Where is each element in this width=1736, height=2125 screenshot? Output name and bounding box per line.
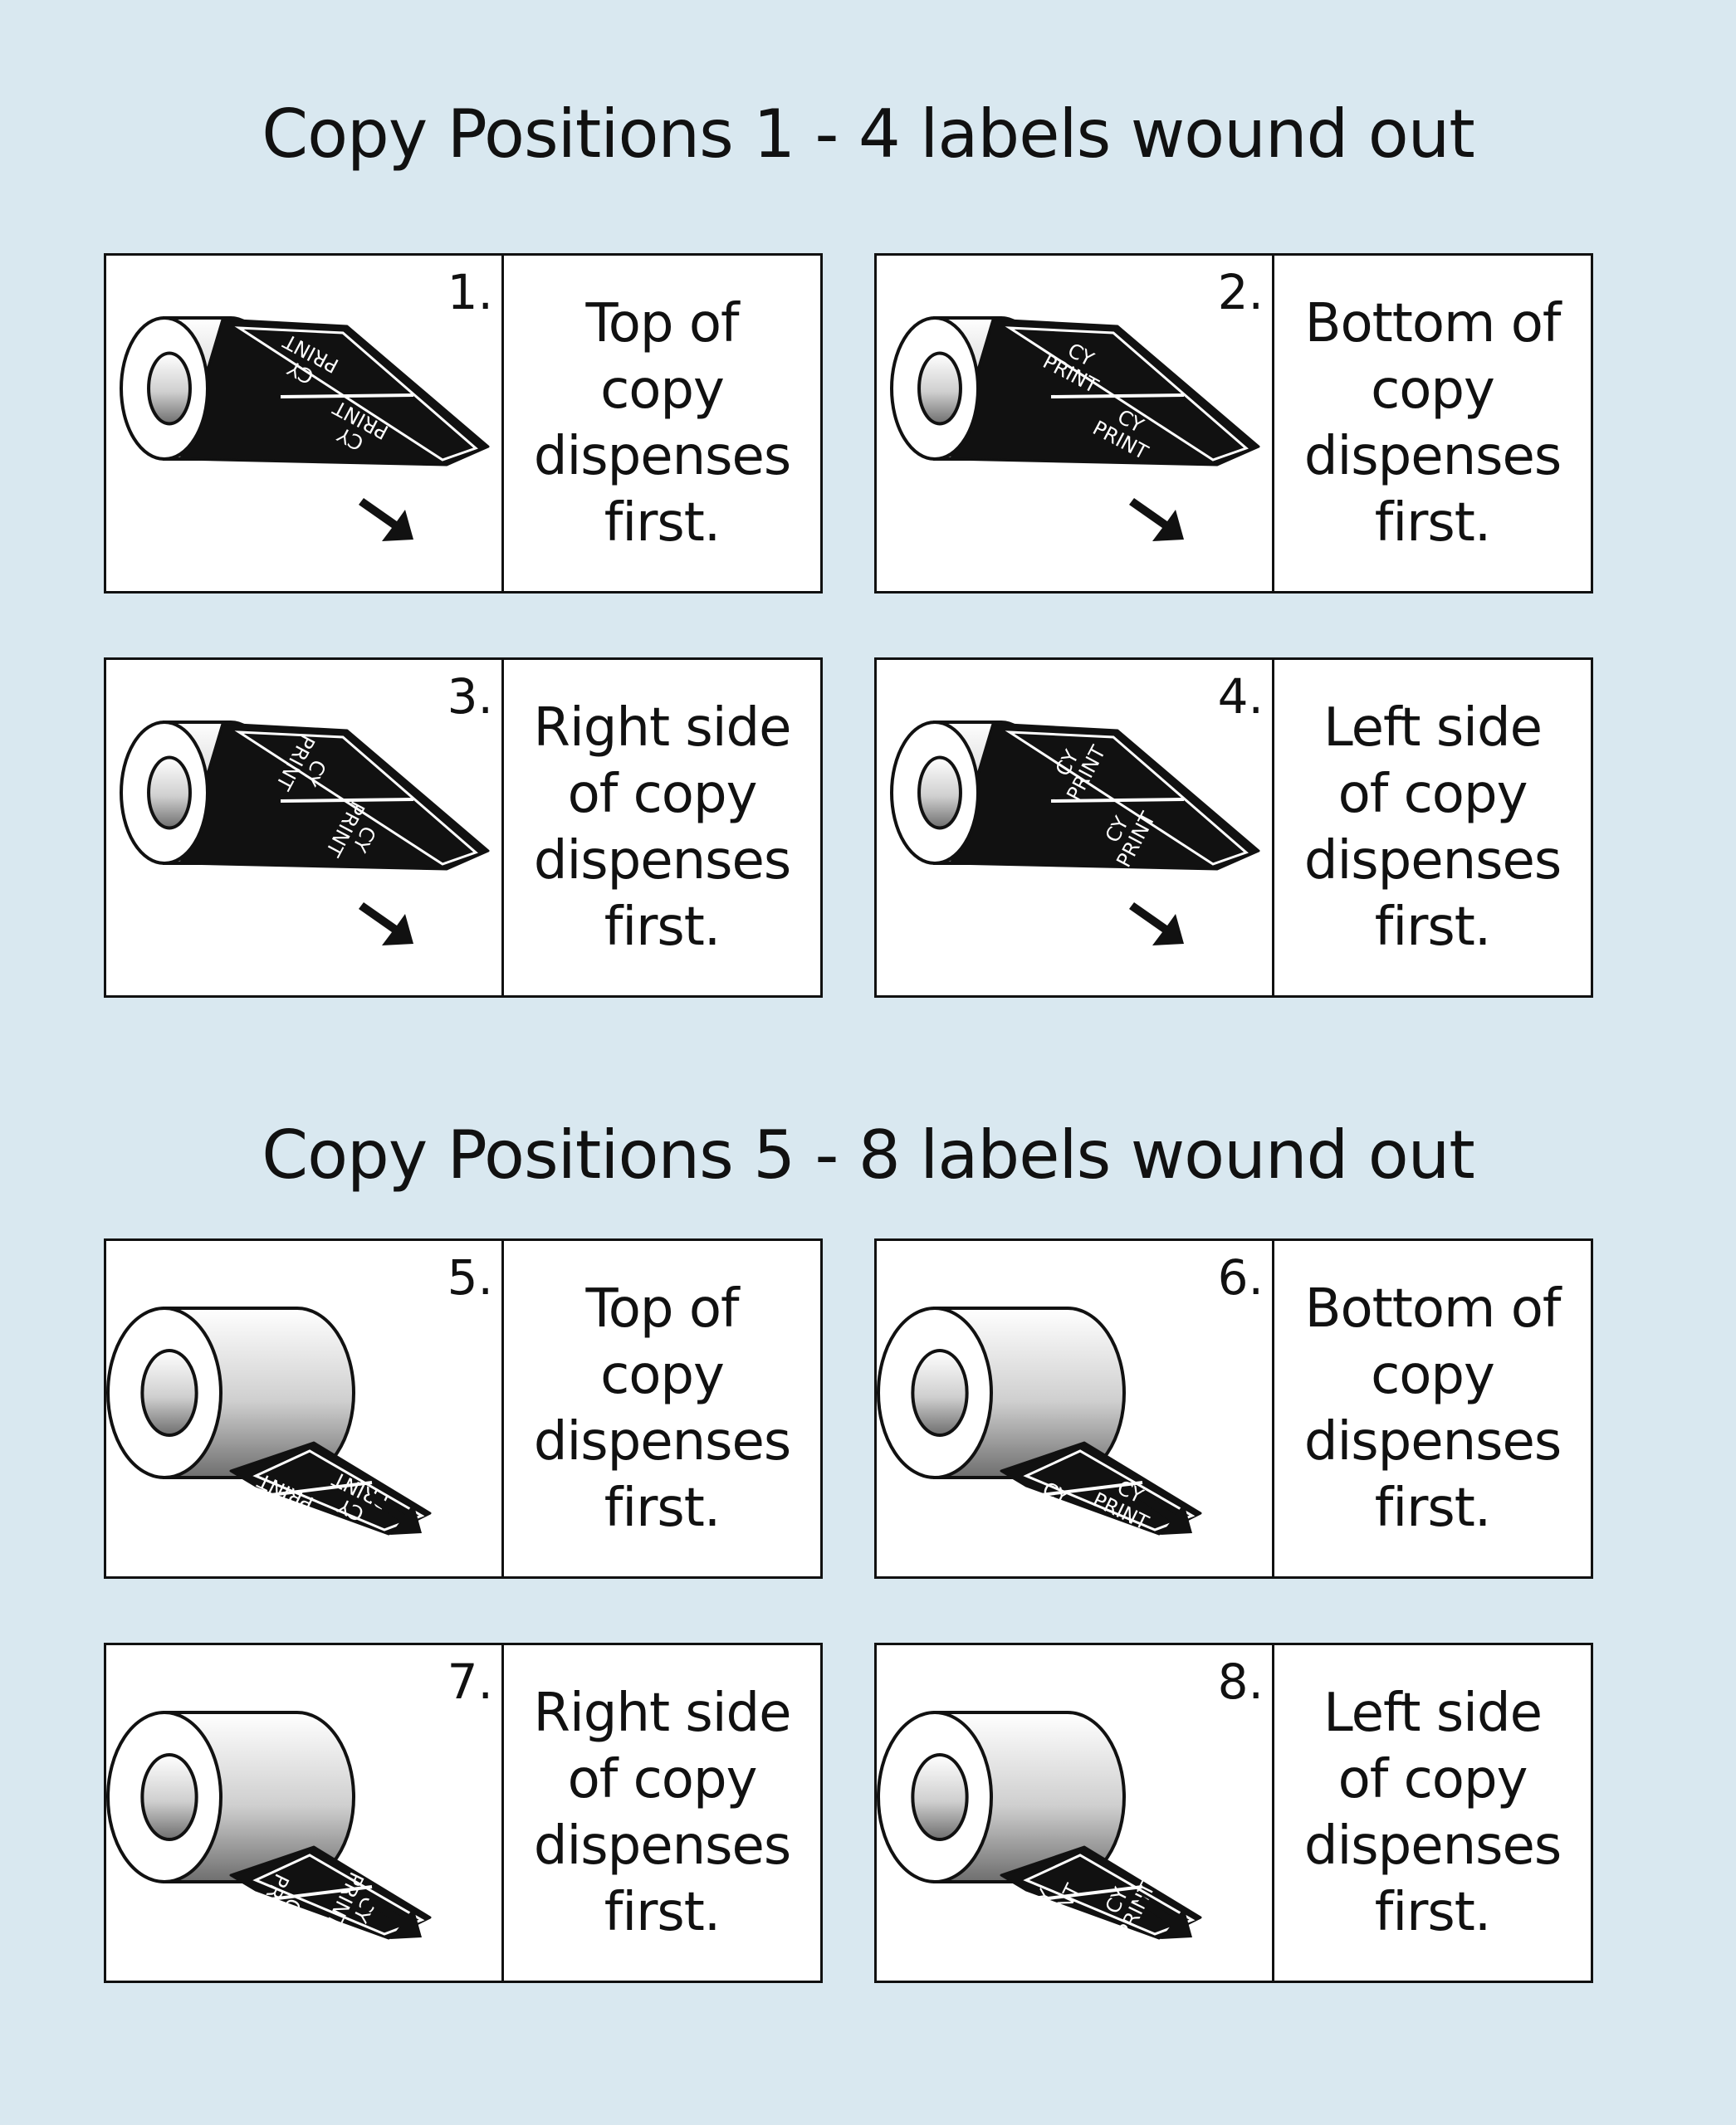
position-number: 4. — [1217, 668, 1264, 725]
position-caption: Bottom of copy dispenses first. — [1303, 293, 1562, 554]
section-title-2: Copy Positions 5 - 8 labels wound out — [262, 1116, 1475, 1194]
position-number: 3. — [447, 668, 493, 725]
dispense-arrow-icon — [359, 498, 413, 541]
dispense-arrow-icon — [1129, 498, 1184, 541]
position-number: 1. — [447, 264, 493, 320]
position-number: 2. — [1217, 264, 1264, 320]
dispense-arrow-icon — [367, 1896, 422, 1939]
dispense-arrow-icon — [1129, 902, 1184, 945]
position-caption: Right side of copy dispenses first. — [533, 1683, 792, 1943]
section-title-1: Copy Positions 1 - 4 labels wound out — [262, 95, 1475, 173]
dispense-arrow-icon — [359, 902, 413, 945]
dispense-arrow-icon — [1137, 1896, 1192, 1939]
position-number: 5. — [447, 1249, 493, 1306]
position-caption: Right side of copy dispenses first. — [533, 697, 792, 958]
dispense-arrow-icon — [1137, 1492, 1192, 1535]
position-caption: Bottom of copy dispenses first. — [1303, 1278, 1562, 1539]
position-caption: Left side of copy dispenses first. — [1303, 697, 1562, 958]
position-caption: Top of copy dispenses first. — [533, 293, 791, 554]
position-number: 7. — [447, 1654, 493, 1710]
position-caption: Top of copy dispenses first. — [533, 1278, 791, 1539]
position-number: 8. — [1217, 1654, 1264, 1710]
dispense-arrow-icon — [367, 1492, 422, 1535]
position-caption: Left side of copy dispenses first. — [1303, 1683, 1562, 1943]
position-number: 6. — [1217, 1249, 1264, 1306]
